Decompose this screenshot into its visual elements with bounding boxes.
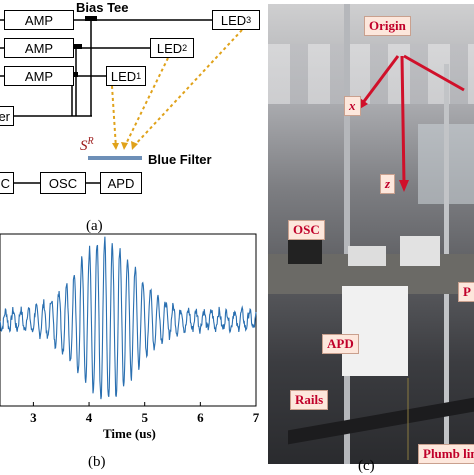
frame-pole-left xyxy=(344,4,350,464)
partial-left-label: er xyxy=(0,108,10,124)
tag-apd: APD xyxy=(322,334,359,354)
x-axis-label: Time (us) xyxy=(103,426,156,441)
sr-sup: R xyxy=(87,136,94,147)
panel-c-lab-photo: Origin x z OSC APD Rails Plumb lin P xyxy=(268,4,474,464)
osc-label: OSC xyxy=(48,175,78,191)
panel-a-wiring xyxy=(0,16,243,184)
osc-device xyxy=(348,246,386,266)
apd-label: APD xyxy=(107,175,135,191)
bias-tee-label: Bias Tee xyxy=(76,0,129,15)
axis-overlay xyxy=(358,54,465,460)
tag-rails: Rails xyxy=(290,390,329,410)
x-tick-label: 5 xyxy=(141,410,148,425)
amp-label-3: AMP xyxy=(24,68,54,84)
tag-origin: Origin xyxy=(364,16,411,36)
amp-label-2: AMP xyxy=(24,40,54,56)
equipment-box xyxy=(400,236,440,266)
sr-main: S xyxy=(80,138,88,154)
x-ticks: 3 4 5 6 7 xyxy=(30,402,260,425)
led-2-label: LED xyxy=(156,40,183,56)
x-tick-label: 4 xyxy=(86,410,93,425)
caption-b: (b) xyxy=(88,454,106,470)
tag-plumb-line: Plumb lin xyxy=(418,444,474,464)
sr-label: SR xyxy=(80,136,94,155)
amp-box-1: AMP xyxy=(4,10,74,30)
white-screen xyxy=(342,286,408,376)
tag-x-axis: x xyxy=(344,96,361,116)
blue-filter-label: Blue Filter xyxy=(148,152,212,167)
tag-z-axis: z xyxy=(380,174,396,194)
led-3-sub: 3 xyxy=(246,15,252,25)
led-1-label: LED xyxy=(110,68,137,84)
amp-box-3: AMP xyxy=(4,66,74,86)
monitor-1 xyxy=(288,240,322,264)
x-tick-label: 7 xyxy=(253,410,260,425)
led-3-label: LED xyxy=(220,12,247,28)
tag-right-partial: P xyxy=(458,282,474,302)
amp-label-1: AMP xyxy=(24,12,54,28)
amp-box-2: AMP xyxy=(4,38,74,58)
waveform-svg: 3 4 5 6 7 xyxy=(0,233,260,425)
partial-osc-label: C xyxy=(0,175,10,191)
led-2-sub: 2 xyxy=(182,43,188,53)
signal-trace xyxy=(0,236,257,400)
x-tick-label: 3 xyxy=(30,410,37,425)
caption-a: (a) xyxy=(86,218,103,234)
panel-b-waveform-chart: 3 4 5 6 7 Time (us) (b) xyxy=(0,232,266,474)
led-1-sub: 1 xyxy=(136,71,142,81)
x-tick-label: 6 xyxy=(197,410,204,425)
partial-osc-box: C xyxy=(0,172,14,194)
osc-box: OSC xyxy=(40,172,86,194)
caption-c: (c) xyxy=(358,458,375,474)
apd-box: APD xyxy=(100,172,142,194)
partial-left-box: er xyxy=(0,106,14,126)
tag-osc: OSC xyxy=(288,220,325,240)
